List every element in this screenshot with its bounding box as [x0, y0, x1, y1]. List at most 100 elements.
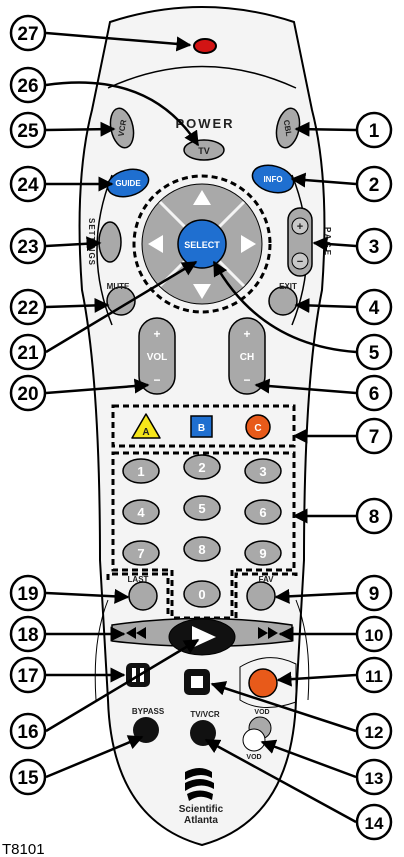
bypass-label: BYPASS [132, 707, 165, 716]
svg-text:27: 27 [17, 24, 38, 45]
svg-text:11: 11 [365, 667, 383, 686]
digit-6-button[interactable]: 6 [244, 499, 282, 525]
svg-text:26: 26 [17, 76, 38, 97]
callout-10: 10 [355, 615, 393, 653]
leader-9 [274, 588, 357, 604]
play-button[interactable] [168, 618, 236, 656]
arrow-right-button[interactable] [241, 235, 256, 253]
abc-group-outline [111, 404, 296, 448]
led-indicator [193, 38, 217, 54]
svg-text:4: 4 [369, 298, 380, 319]
guide-button[interactable]: GUIDE [104, 165, 151, 201]
svg-text:6: 6 [369, 384, 380, 405]
svg-text:1: 1 [369, 121, 380, 142]
tv-button[interactable]: TV [183, 139, 225, 161]
power-label: POWER [175, 116, 234, 131]
callout-14: 14 [355, 803, 393, 841]
page-rocker[interactable]: + − [287, 207, 313, 277]
leader-20 [45, 378, 150, 395]
svg-text:GUIDE: GUIDE [115, 179, 141, 188]
arrow-down-button[interactable] [193, 284, 211, 299]
brand-line-2: Atlanta [184, 815, 218, 826]
scientific-atlanta-logo [185, 768, 214, 801]
svg-text:12: 12 [365, 723, 384, 742]
exit-button[interactable] [268, 286, 298, 316]
svg-text:15: 15 [17, 768, 39, 789]
svg-text:8: 8 [198, 542, 205, 557]
vod-bottom-label: VOD [246, 754, 261, 761]
settings-button[interactable] [98, 221, 122, 263]
digit-5-button[interactable]: 5 [183, 495, 221, 521]
leader-19 [45, 588, 130, 604]
svg-text:VCR: VCR [117, 119, 129, 137]
callout-27: 27 [9, 14, 47, 52]
callout-13: 13 [355, 758, 393, 796]
rewind-button[interactable] [126, 627, 146, 639]
arrow-up-button[interactable] [193, 190, 211, 205]
svg-text:C: C [254, 423, 261, 434]
svg-text:5: 5 [198, 501, 205, 516]
svg-text:TV: TV [198, 146, 210, 156]
svg-text:3: 3 [369, 237, 380, 258]
svg-text:3: 3 [259, 464, 266, 479]
fast-forward-button[interactable] [258, 627, 278, 639]
svg-text:16: 16 [17, 722, 38, 743]
callout-12: 12 [355, 712, 393, 750]
callout-15: 15 [9, 758, 47, 796]
callout-8: 8 [355, 497, 393, 535]
svg-text:19: 19 [17, 584, 38, 605]
svg-text:13: 13 [365, 769, 384, 788]
svg-text:22: 22 [17, 298, 38, 319]
mute-label: MUTE [107, 282, 130, 291]
callout-21: 21 [9, 333, 47, 371]
callout-leaders [45, 31, 357, 824]
fav-button[interactable] [246, 581, 276, 611]
callout-9: 9 [355, 574, 393, 612]
leader-14 [204, 738, 357, 824]
callout-26: 26 [9, 66, 47, 104]
svg-text:VOL: VOL [147, 352, 168, 363]
svg-text:24: 24 [17, 175, 39, 196]
last-button[interactable] [128, 581, 158, 611]
keypad-outline [111, 451, 296, 620]
svg-text:5: 5 [369, 343, 380, 364]
callout-23: 23 [9, 227, 47, 265]
svg-text:SELECT: SELECT [184, 240, 220, 250]
digit-9-button[interactable]: 9 [244, 540, 282, 566]
digit-0-button[interactable]: 0 [183, 580, 221, 608]
select-button[interactable]: SELECT [177, 219, 227, 269]
callout-24: 24 [9, 165, 47, 203]
callout-18: 18 [9, 615, 47, 653]
digit-8-button[interactable]: 8 [183, 536, 221, 562]
vod-toggle[interactable] [242, 716, 272, 752]
stop-button[interactable] [184, 669, 210, 695]
svg-text:9: 9 [259, 546, 266, 561]
leader-11 [276, 671, 357, 687]
digit-2-button[interactable]: 2 [183, 454, 221, 480]
digit-7-button[interactable]: 7 [122, 540, 160, 566]
leader-27 [45, 31, 192, 52]
callout-22: 22 [9, 288, 47, 326]
svg-text:21: 21 [17, 343, 39, 364]
digit-1-button[interactable]: 1 [122, 458, 160, 484]
b-button[interactable]: B [190, 415, 213, 438]
channel-rocker[interactable]: + CH − [228, 317, 266, 395]
digit-3-button[interactable]: 3 [244, 458, 282, 484]
svg-text:INFO: INFO [263, 175, 282, 184]
page-label: PAGE [323, 227, 332, 257]
callout-1: 1 [355, 111, 393, 149]
leader-15 [45, 735, 144, 779]
c-button[interactable]: C [245, 414, 271, 440]
svg-text:A: A [142, 427, 149, 438]
svg-text:−: − [153, 373, 160, 387]
svg-text:7: 7 [137, 546, 144, 561]
lower-contour-right [295, 599, 310, 701]
arrow-left-button[interactable] [148, 235, 163, 253]
digit-4-button[interactable]: 4 [122, 499, 160, 525]
volume-rocker[interactable]: + VOL − [138, 317, 176, 395]
leader-2 [290, 172, 357, 188]
callout-5: 5 [355, 333, 393, 371]
svg-text:7: 7 [369, 427, 380, 448]
fav-label: FAV [259, 575, 275, 584]
a-button[interactable]: A [131, 413, 161, 439]
